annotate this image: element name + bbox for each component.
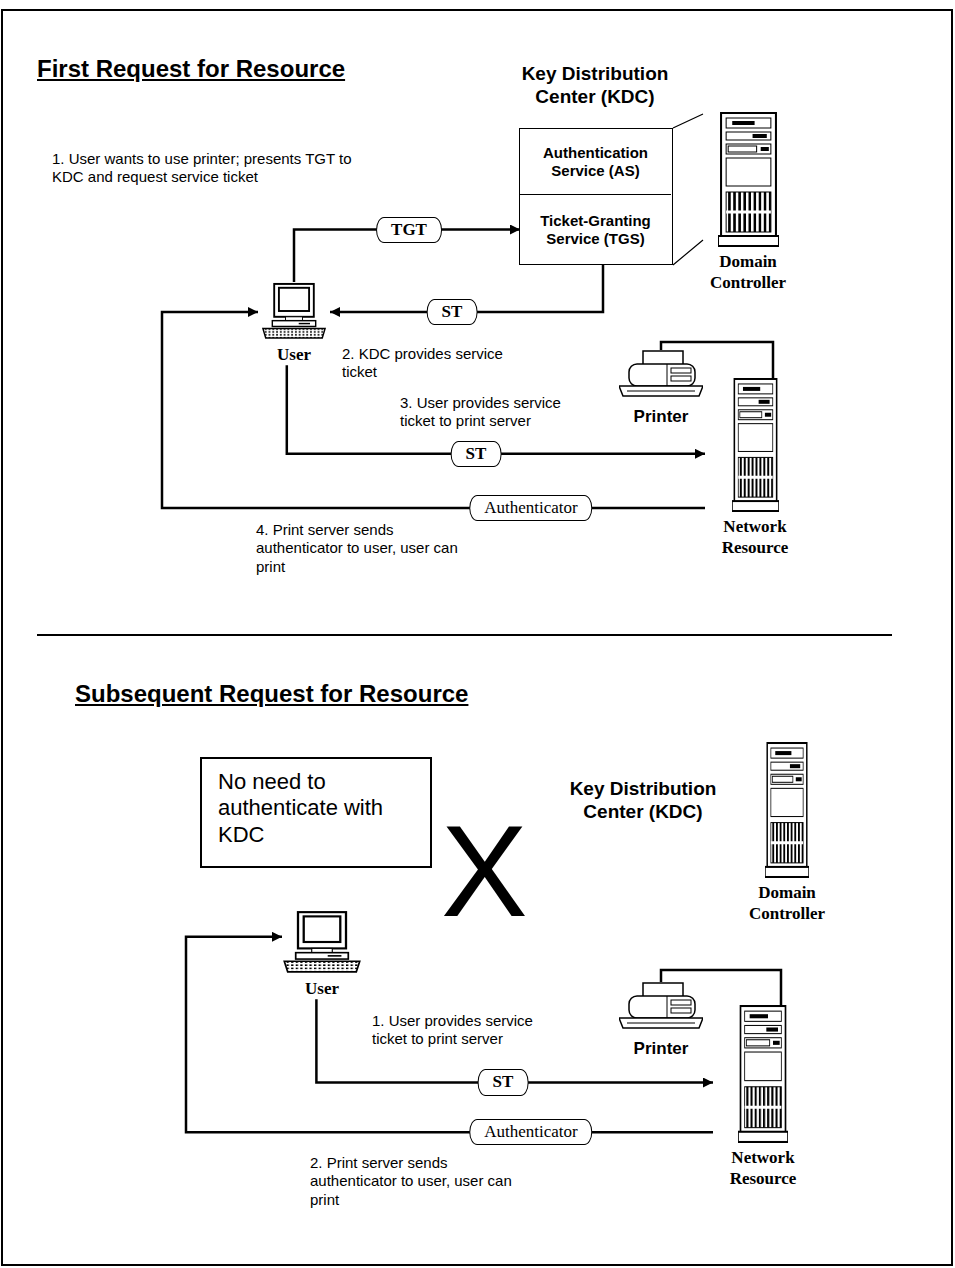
- icon-label: Domain Controller: [741, 882, 833, 925]
- icon-label: Network Resource: [713, 1147, 813, 1190]
- icon-node: Printer: [618, 350, 704, 427]
- service-box: Authentication Service (AS): [520, 129, 671, 195]
- step-note: 1. User provides service ticket to print…: [372, 1012, 567, 1049]
- kdc-label: Key Distribution Center (KDC): [553, 778, 733, 824]
- service-name: Authentication Service (AS): [528, 144, 663, 180]
- icon-node: Domain Controller: [703, 112, 793, 294]
- message-arrow: [186, 937, 713, 1133]
- icon-node: Printer: [618, 982, 704, 1059]
- step-note: 3. User provides service ticket to print…: [400, 394, 595, 431]
- kdc-box: Key Distribution Center (KDC)Authenticat…: [519, 128, 673, 265]
- message-tag: Authenticator: [469, 1119, 592, 1145]
- computer-icon: [282, 910, 362, 974]
- step-note: 2. Print server sends authenticator to u…: [310, 1154, 525, 1209]
- step-note: 2. KDC provides service ticket: [342, 345, 532, 382]
- note-box: No need to authenticate with KDC: [200, 757, 432, 868]
- computer-icon: [261, 282, 327, 340]
- icon-label: User: [258, 344, 330, 365]
- printer-icon: [619, 982, 703, 1034]
- message-tag: ST: [451, 441, 502, 467]
- icon-node: User: [258, 282, 330, 365]
- message-tag: Authenticator: [469, 495, 592, 521]
- server-icon: [732, 378, 779, 512]
- callout-wedge: [673, 114, 703, 265]
- kdc-heading: Key Distribution Center (KDC): [500, 63, 690, 109]
- section-heading: Subsequent Request for Resource: [75, 679, 468, 708]
- message-tag: ST: [478, 1069, 529, 1095]
- page-frame: [2, 10, 952, 1265]
- icon-label: Network Resource: [705, 516, 805, 559]
- icon-label: Printer: [618, 1038, 704, 1059]
- server-icon: [738, 1005, 788, 1143]
- service-box: Ticket-Granting Service (TGS): [520, 196, 671, 263]
- section-divider: [37, 634, 892, 636]
- cross-mark: X: [441, 806, 528, 936]
- icon-label: User: [282, 978, 362, 999]
- server-icon: [765, 742, 809, 878]
- step-note: 1. User wants to use printer; presents T…: [52, 150, 352, 187]
- icon-label: Printer: [618, 406, 704, 427]
- icon-node: Network Resource: [705, 378, 805, 559]
- server-icon: [718, 112, 779, 247]
- section-heading: First Request for Resource: [37, 54, 345, 83]
- message-arrow: [162, 312, 705, 508]
- message-tag: ST: [427, 299, 478, 325]
- message-tag: TGT: [376, 216, 442, 242]
- note-text: No need to authenticate with KDC: [218, 769, 414, 848]
- step-note: 4. Print server sends authenticator to u…: [256, 521, 471, 576]
- icon-label: Domain Controller: [703, 251, 793, 294]
- icon-node: User: [282, 910, 362, 999]
- service-name: Ticket-Granting Service (TGS): [528, 212, 663, 248]
- printer-icon: [619, 350, 703, 402]
- icon-node: Domain Controller: [741, 742, 833, 925]
- icon-node: Network Resource: [713, 1005, 813, 1190]
